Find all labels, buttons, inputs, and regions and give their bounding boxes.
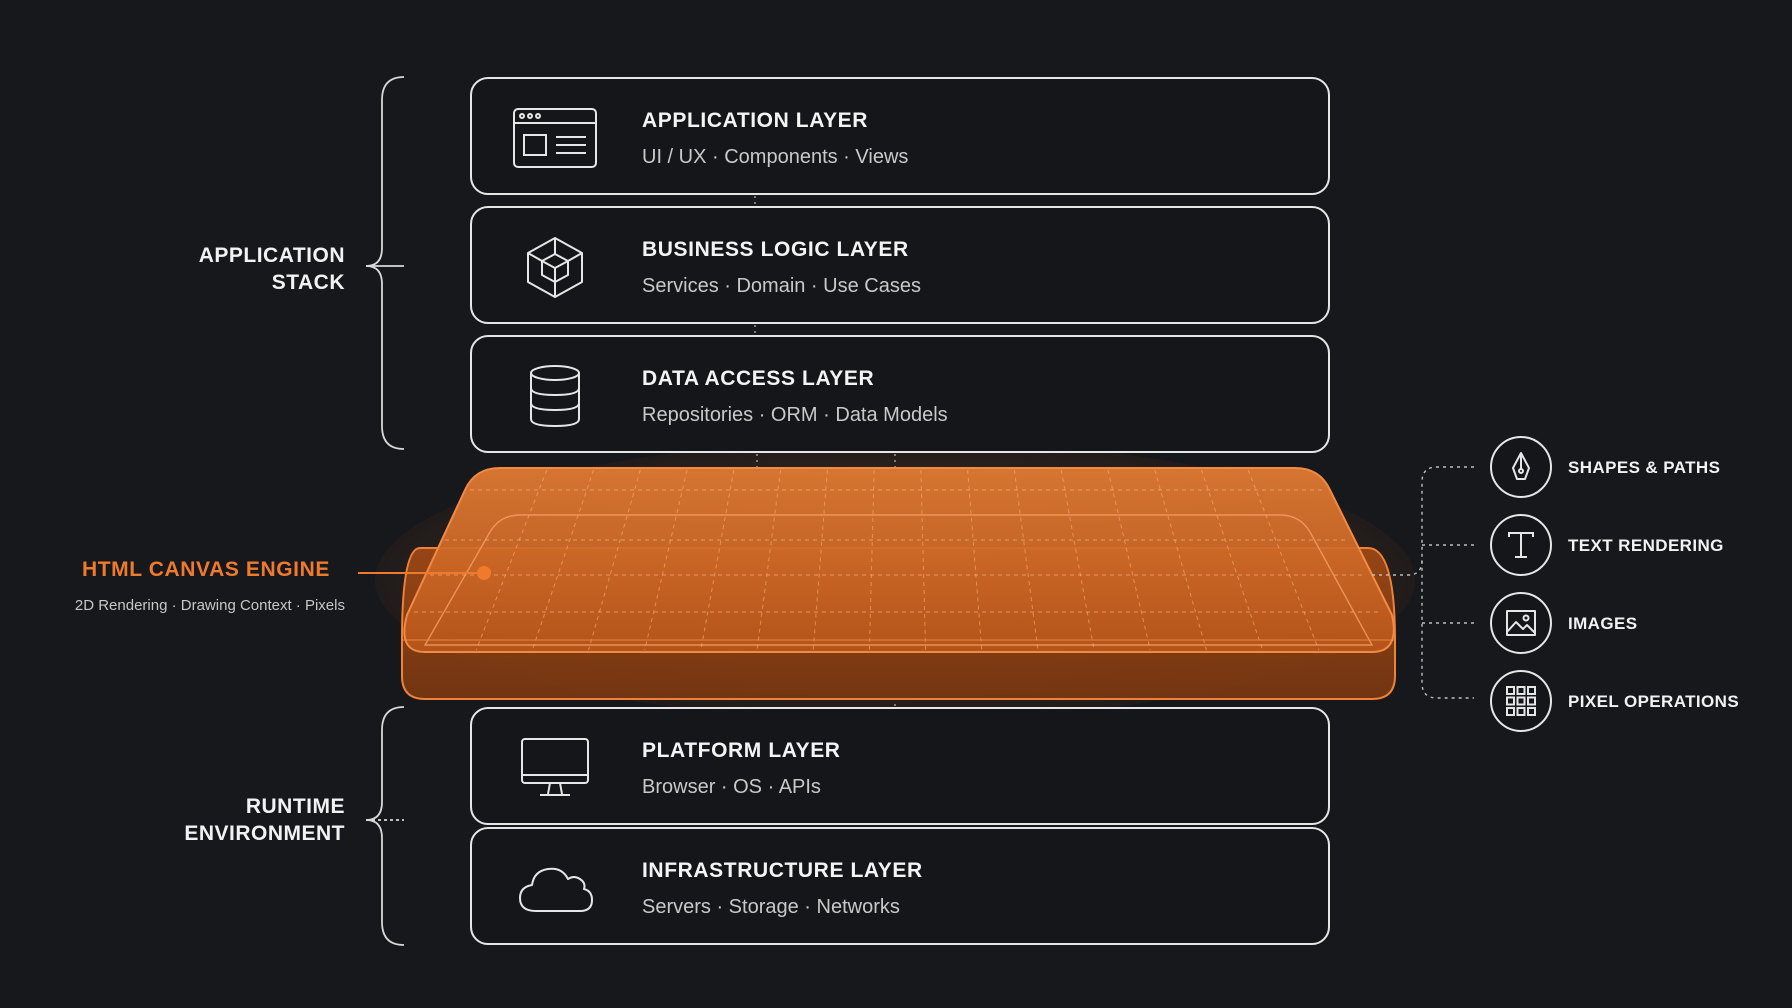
feature-shapes-paths[interactable]	[1490, 436, 1552, 498]
cloud-icon	[512, 857, 598, 919]
layer-title: INFRASTRUCTURE LAYER	[642, 859, 923, 882]
layer-subtitle: Browser · OS · APIs	[642, 776, 821, 798]
runtime-environment-brace	[365, 706, 405, 946]
plate-grid-line	[920, 469, 927, 651]
pixel-grid-icon	[1490, 670, 1552, 732]
image-icon	[1490, 592, 1552, 654]
plate-grid-line	[967, 469, 983, 651]
feature-label-pixel-operations: PIXEL OPERATIONS	[1568, 692, 1740, 711]
layer-title: BUSINESS LOGIC LAYER	[642, 238, 909, 261]
feature-connectors	[1372, 466, 1474, 699]
monitor-icon	[512, 737, 598, 799]
application-stack-brace	[365, 76, 405, 450]
pen-nib-icon	[1490, 436, 1552, 498]
platform-layer-card[interactable]: PLATFORM LAYER Browser · OS · APIs	[470, 707, 1330, 825]
plate-grid-line	[1013, 469, 1039, 651]
runtime-environment-label-line-1: RUNTIME	[245, 795, 345, 818]
business-logic-layer-card[interactable]: BUSINESS LOGIC LAYER Services · Domain ·…	[470, 206, 1330, 324]
browser-window-icon	[512, 107, 598, 169]
feature-pixel-operations[interactable]	[1490, 670, 1552, 732]
layer-title: APPLICATION LAYER	[642, 109, 869, 132]
plate-grid-line	[756, 469, 782, 651]
layer-subtitle: Servers · Storage · Networks	[642, 896, 900, 918]
layer-title: PLATFORM LAYER	[642, 739, 841, 762]
application-stack-label-line-1: APPLICATION	[198, 244, 345, 267]
canvas-engine-title: HTML CANVAS ENGINE	[81, 558, 330, 581]
application-stack-label-line-2: STACK	[271, 271, 345, 294]
engine-pointer	[358, 566, 491, 580]
feature-label-images: IMAGES	[1568, 614, 1638, 633]
feature-label-shapes-paths: SHAPES & PATHS	[1568, 458, 1721, 477]
application-layer-card[interactable]: APPLICATION LAYER UI / UX · Components ·…	[470, 77, 1330, 195]
database-icon	[512, 365, 598, 428]
layer-subtitle: UI / UX · Components · Views	[642, 146, 909, 168]
plate-grid-line	[475, 469, 548, 651]
layer-subtitle: Services · Domain · Use Cases	[642, 275, 921, 297]
text-t-icon	[1490, 514, 1552, 576]
cube-icon	[512, 236, 598, 298]
plate-grid-line	[868, 469, 875, 651]
runtime-environment-label: RUNTIME ENVIRONMENT	[95, 793, 345, 847]
application-stack-label: APPLICATION STACK	[95, 242, 345, 296]
runtime-environment-label-line-2: ENVIRONMENT	[184, 822, 345, 845]
layer-title: DATA ACCESS LAYER	[642, 367, 875, 390]
data-access-layer-card[interactable]: DATA ACCESS LAYER Repositories · ORM · D…	[470, 335, 1330, 453]
feature-images[interactable]	[1490, 592, 1552, 654]
plate-grid-line	[644, 469, 688, 651]
infrastructure-layer-card[interactable]: INFRASTRUCTURE LAYER Servers · Storage ·…	[470, 827, 1330, 945]
layer-subtitle: Repositories · ORM · Data Models	[642, 404, 948, 426]
canvas-engine-subtitle: 2D Rendering · Drawing Context · Pixels	[74, 597, 345, 614]
plate-grid-line	[812, 469, 828, 651]
plate-grid-line	[1107, 469, 1151, 651]
feature-text-rendering[interactable]	[1490, 514, 1552, 576]
feature-label-text-rendering: TEXT RENDERING	[1568, 536, 1724, 555]
plate-grid-line	[700, 469, 735, 651]
plate-grid-line	[1060, 469, 1095, 651]
canvas-engine-plate	[401, 467, 1396, 700]
plate-grid-line	[1247, 469, 1320, 651]
